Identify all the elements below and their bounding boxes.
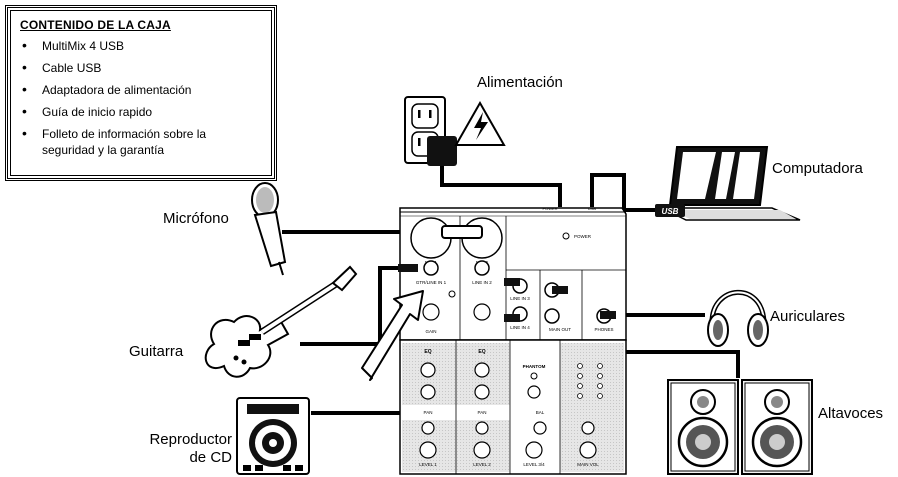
box-contents-panel: CONTENIDO DE LA CAJA MultiMix 4 USB Cabl… — [5, 5, 277, 181]
power-port-label: POWER — [542, 206, 557, 211]
mixer-device: POWER USB MIC 1 MIC 2 POWER GTR/LINE IN … — [399, 206, 627, 475]
label-cd-line2: de CD — [189, 449, 232, 466]
speaker-right-icon — [741, 379, 813, 475]
level1-label: LEVEL 1 — [419, 462, 437, 467]
arrow-icon — [361, 290, 424, 381]
power-cable — [440, 165, 562, 207]
box-item: MultiMix 4 USB — [20, 37, 262, 54]
label-cd-player: Reproductor de CD — [132, 431, 232, 467]
eq1-label: EQ — [424, 349, 431, 355]
power-adapter-icon — [427, 136, 457, 166]
warning-icon — [454, 100, 506, 146]
level2-label: LEVEL 2 — [473, 462, 491, 467]
usb-plug-label: USB — [662, 207, 679, 216]
label-speakers: Altavoces — [818, 405, 884, 422]
box-item: Cable USB — [20, 59, 262, 76]
cd-player-icon — [236, 397, 310, 475]
box-item: Folleto de información sobre la segurida… — [20, 125, 262, 158]
usb-plug-icon: USB — [655, 204, 685, 217]
power-led-label: POWER — [574, 234, 592, 239]
usb-port-label: USB — [588, 206, 597, 211]
mixer-knobs — [419, 362, 597, 459]
main-vol-label: MAIN VOL — [577, 462, 599, 467]
microphone-icon — [251, 182, 287, 276]
gtr-line-label: GTR/LINE IN 1 — [416, 280, 447, 285]
label-headphones: Auriculares — [770, 308, 846, 325]
box-contents-title: CONTENIDO DE LA CAJA — [20, 18, 171, 32]
label-power: Alimentación — [477, 74, 563, 91]
label-cd-line1: Reproductor — [149, 431, 232, 448]
box-contents-list: MultiMix 4 USB Cable USB Adaptadora de a… — [20, 37, 262, 158]
label-guitar: Guitarra — [129, 343, 184, 360]
cable-plugs — [398, 225, 616, 322]
headphones-icon — [707, 289, 769, 347]
guitar-cable — [300, 266, 404, 346]
label-microphone: Micrófono — [163, 210, 229, 227]
phones-label: PHONES — [594, 327, 613, 332]
phantom-label: PHANTOM — [523, 364, 546, 369]
line-in2-label: LINE IN 2 — [472, 280, 492, 285]
laptop-icon — [661, 146, 801, 221]
guitar-icon — [204, 265, 358, 378]
main-out-label: MAIN OUT — [549, 327, 571, 332]
level34-label: LEVEL 3/4 — [523, 462, 545, 467]
meter-leds — [577, 363, 603, 399]
pan2-label: PAN — [478, 410, 487, 415]
speaker-left-icon — [667, 379, 739, 475]
gain-label: GAIN — [425, 329, 436, 334]
box-item: Adaptadora de alimentación — [20, 81, 262, 98]
pan1-label: PAN — [424, 410, 433, 415]
usb-cable — [590, 173, 664, 212]
label-computer: Computadora — [772, 160, 863, 177]
eq2-label: EQ — [478, 349, 485, 355]
line-in3-label: LINE IN 3 — [510, 296, 530, 301]
line-in4-label: LINE IN 4 — [510, 325, 530, 330]
box-item: Guía de inicio rapido — [20, 103, 262, 120]
bal-label: BAL — [536, 410, 545, 415]
